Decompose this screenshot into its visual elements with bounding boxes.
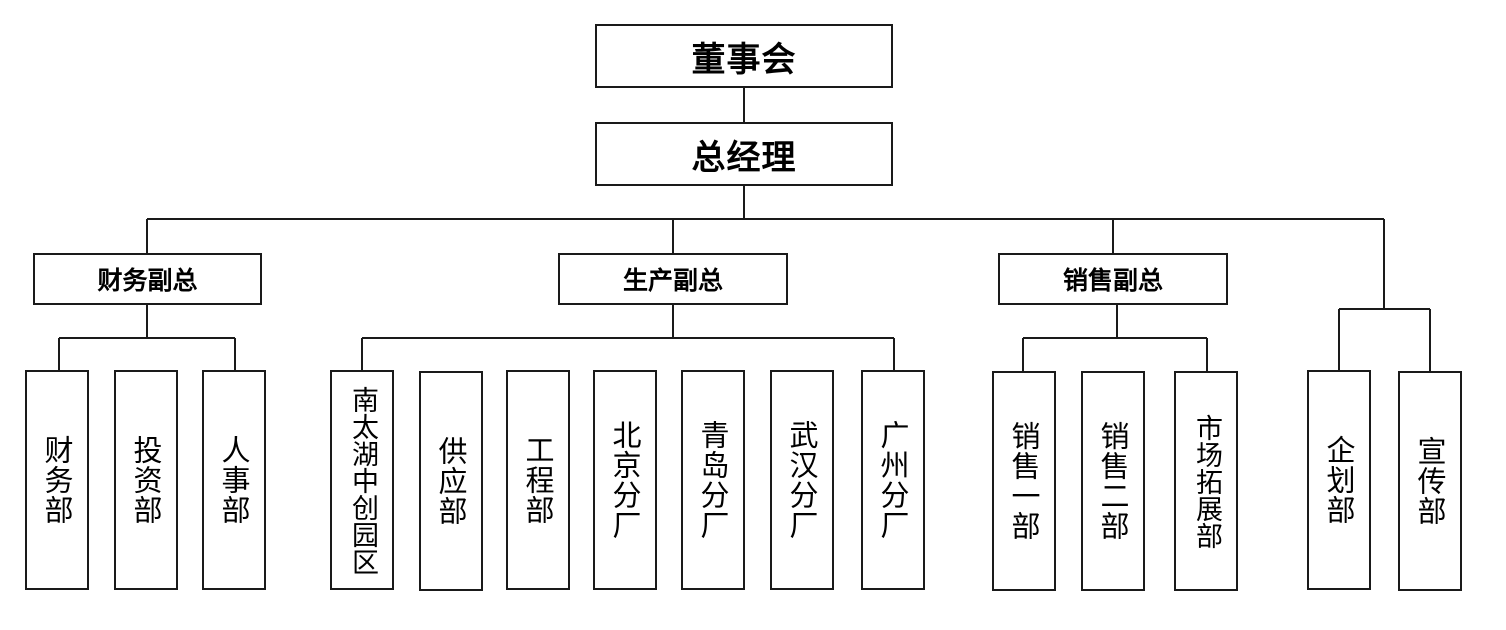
dept-nantaihu-park-label: 南太湖中创园区 [347,385,378,575]
dept-engineering-label: 工程部 [521,435,555,525]
sales-vp-box: 销售副总 [998,253,1228,305]
dept-market-expansion: 市场拓展部 [1174,371,1238,591]
dept-wuhan-branch: 武汉分厂 [770,370,834,590]
dept-supply-label: 供应部 [434,436,468,526]
dept-publicity: 宣传部 [1398,371,1462,591]
dept-publicity-label: 宣传部 [1413,436,1447,526]
dept-planning-label: 企划部 [1322,435,1356,525]
dept-wuhan-branch-label: 武汉分厂 [785,420,819,540]
dept-beijing-branch-label: 北京分厂 [608,420,642,540]
dept-market-expansion-label: 市场拓展部 [1191,413,1222,549]
dept-guangzhou-branch-label: 广州分厂 [876,420,910,540]
board-box: 董事会 [595,24,893,88]
dept-sales-1-label: 销售一部 [1007,421,1041,541]
dept-nantaihu-park: 南太湖中创园区 [330,370,394,590]
finance-vp-label: 财务副总 [97,266,198,295]
dept-sales-2: 销售二部 [1081,371,1145,591]
dept-hr-label: 人事部 [217,435,251,525]
ceo-label: 总经理 [691,137,797,178]
dept-sales-2-label: 销售二部 [1096,421,1130,541]
dept-guangzhou-branch: 广州分厂 [861,370,925,590]
dept-supply: 供应部 [419,371,483,591]
dept-hr: 人事部 [202,370,266,590]
dept-investment: 投资部 [114,370,178,590]
board-label: 董事会 [691,39,797,80]
dept-investment-label: 投资部 [129,435,163,525]
dept-planning: 企划部 [1307,370,1371,590]
dept-qingdao-branch-label: 青岛分厂 [696,420,730,540]
dept-sales-1: 销售一部 [992,371,1056,591]
sales-vp-label: 销售副总 [1062,266,1163,295]
dept-qingdao-branch: 青岛分厂 [681,370,745,590]
production-vp-box: 生产副总 [558,253,788,305]
production-vp-label: 生产副总 [622,266,723,295]
dept-finance: 财务部 [25,370,89,590]
dept-beijing-branch: 北京分厂 [593,370,657,590]
ceo-box: 总经理 [595,122,893,186]
dept-finance-label: 财务部 [40,435,74,525]
dept-engineering: 工程部 [506,370,570,590]
finance-vp-box: 财务副总 [33,253,262,305]
